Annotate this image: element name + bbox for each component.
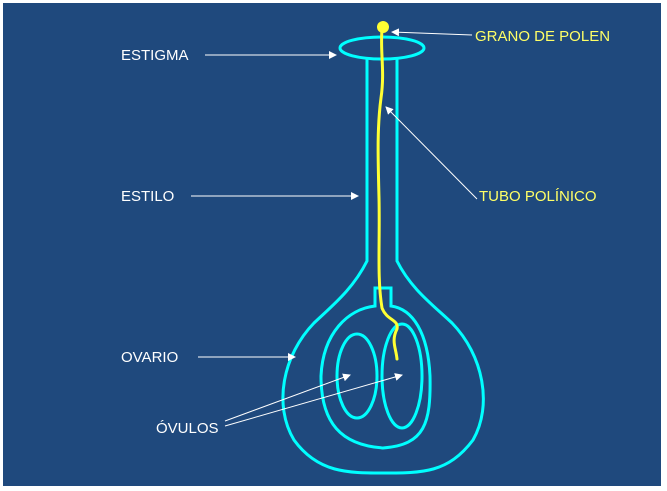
arrow-grano (391, 28, 473, 37)
diagram-slide: ESTIGMA ESTILO OVARIO ÓVULOS GRANO DE PO… (3, 3, 661, 486)
arrow-ovulos-right (224, 373, 403, 427)
ovule-right (380, 322, 424, 430)
pistil-diagram: ESTIGMA ESTILO OVARIO ÓVULOS GRANO DE PO… (121, 21, 610, 475)
pollen-grain (377, 21, 389, 33)
ovary-inner-wall (319, 286, 432, 450)
pistil-outline (281, 58, 485, 475)
label-estigma: ESTIGMA (121, 47, 189, 64)
label-estilo: ESTILO (121, 188, 174, 205)
label-grano-de-polen: GRANO DE POLEN (475, 28, 610, 45)
label-tubo-polinico: TUBO POLÍNICO (479, 188, 597, 205)
label-ovulos: ÓVULOS (156, 420, 219, 437)
pollen-tube (376, 28, 399, 361)
arrow-ovulos-left (224, 373, 351, 422)
arrow-tubo (385, 106, 478, 200)
label-ovario: OVARIO (121, 349, 178, 366)
ovule-left (335, 332, 379, 420)
